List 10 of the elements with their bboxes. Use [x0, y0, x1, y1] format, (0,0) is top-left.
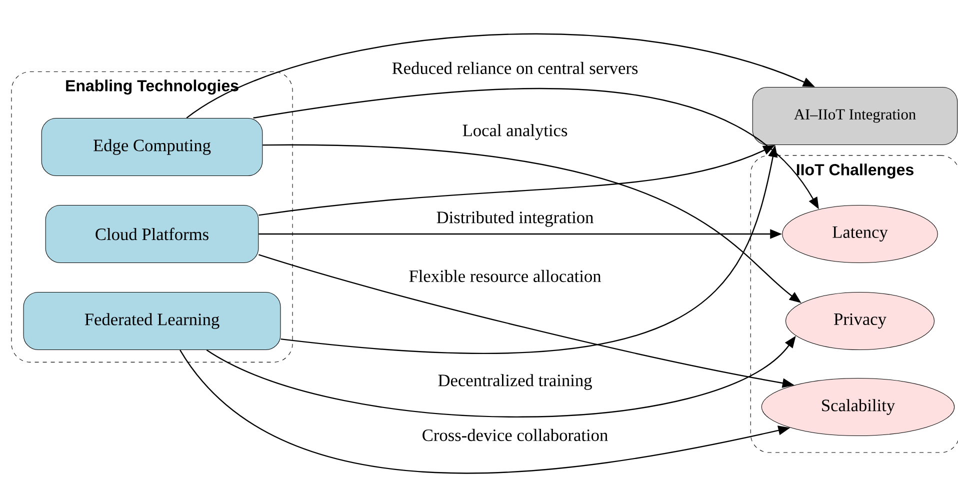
- technology-box: Cloud Platforms: [45, 204, 259, 264]
- edge-label: Decentralized training: [436, 372, 594, 392]
- technology-box: Federated Learning: [23, 292, 281, 350]
- edge-label: Cross-device collaboration: [420, 428, 610, 442]
- edge-label: Distributed integration: [434, 210, 596, 228]
- edge-label: Local analytics: [460, 122, 570, 142]
- integration-box: AI–IIoT Integration: [752, 86, 958, 146]
- edge-label: Flexible resource allocation: [407, 268, 603, 284]
- technology-box: Edge Computing: [41, 118, 263, 176]
- edge-label: Reduced reliance on central servers: [390, 60, 640, 76]
